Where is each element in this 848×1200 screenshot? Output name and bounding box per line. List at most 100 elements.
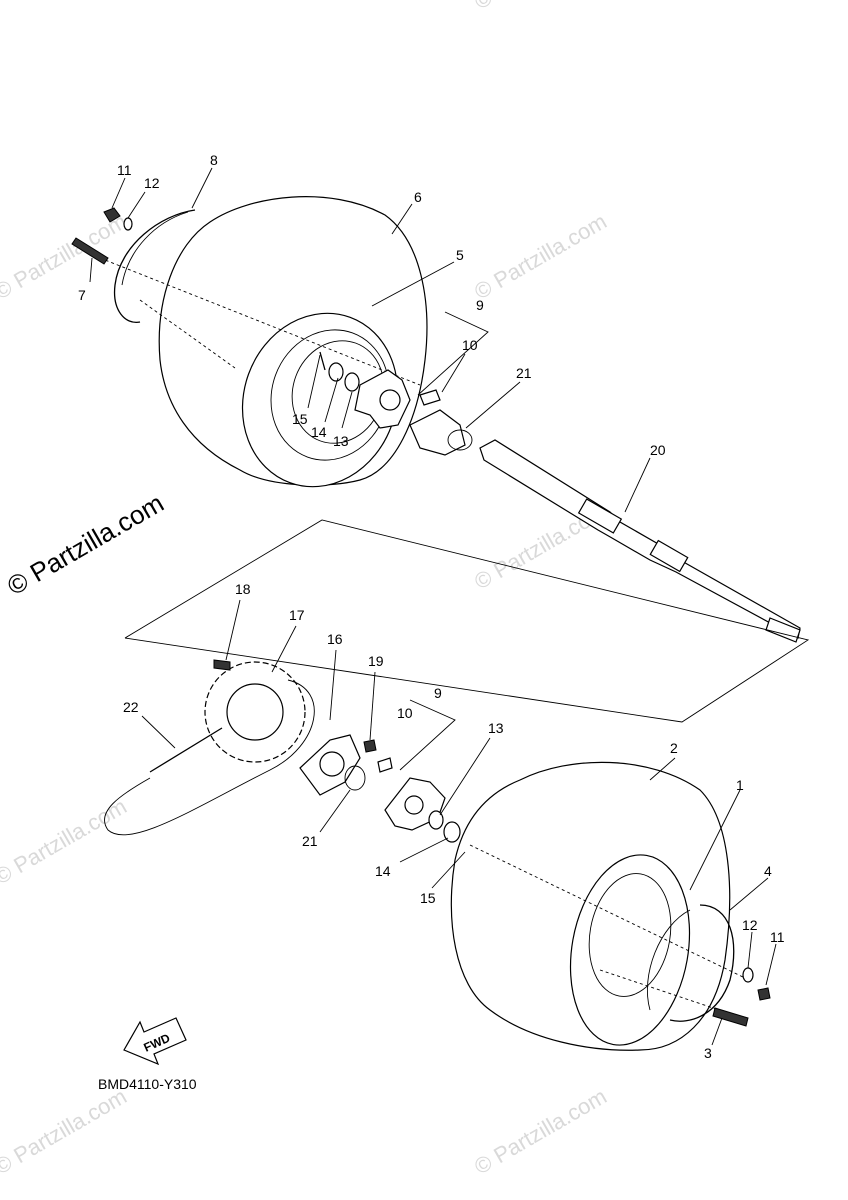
callout-15: 15 <box>292 411 308 427</box>
upper-wheel-assembly <box>71 196 489 488</box>
callout-10: 10 <box>462 337 478 353</box>
leader-line <box>711 1017 723 1046</box>
callout-14-lower: 14 <box>375 863 391 879</box>
leader-line <box>765 943 777 986</box>
callout-4: 4 <box>764 863 772 879</box>
callout-11: 11 <box>117 162 132 178</box>
watermark: © Partzilla.com <box>470 0 611 14</box>
o-ring-lower <box>344 765 366 791</box>
leader-line <box>747 931 753 969</box>
callout-5: 5 <box>456 247 464 263</box>
axis-line <box>469 844 746 979</box>
lower-tire-sidewall <box>569 854 691 1046</box>
callout-21-lower: 21 <box>302 833 318 849</box>
o-ring-upper <box>447 429 473 451</box>
callout-21: 21 <box>516 365 532 381</box>
hub-bolt-lower <box>377 757 393 773</box>
leader-line <box>439 737 491 816</box>
leader-line <box>324 377 339 423</box>
watermark: © Partzilla.com <box>470 209 611 305</box>
leader-line <box>307 354 321 409</box>
fwd-arrow-icon <box>123 1017 187 1066</box>
leader-line <box>329 649 337 721</box>
callout-3: 3 <box>704 1045 712 1061</box>
bearing-upper <box>328 362 344 382</box>
rim-band-lower <box>669 904 735 1022</box>
leader-line <box>225 599 241 661</box>
axis-line <box>599 969 726 1013</box>
washer-upper <box>123 217 133 231</box>
leader-line <box>341 391 353 429</box>
diagram-code: BMD4110-Y310 <box>98 1076 197 1092</box>
nut-19 <box>363 739 377 753</box>
sprocket-center <box>226 683 284 741</box>
callout-10-lower: 10 <box>397 705 413 721</box>
watermark-main: © Partzilla.com <box>2 488 169 602</box>
fwd-arrow: FWD <box>123 1017 187 1066</box>
drive-chain <box>149 727 223 773</box>
leader-line <box>191 167 213 209</box>
collar-upper <box>344 372 360 392</box>
rim-band-upper-inner <box>121 211 189 286</box>
cotter-pin-upper <box>319 351 326 371</box>
callout-9-lower: 9 <box>434 685 442 701</box>
rim-band-lower-inner <box>646 909 691 1011</box>
leader-line <box>441 353 466 393</box>
collar-lower <box>428 810 444 830</box>
leader-lines <box>89 167 777 1046</box>
callout-8: 8 <box>210 152 218 168</box>
leader-line <box>371 261 455 307</box>
leader-line <box>89 257 93 283</box>
lower-hub-center <box>404 795 424 815</box>
callout-17: 17 <box>289 607 305 623</box>
leader-line <box>431 851 466 889</box>
leader-line <box>465 381 521 429</box>
knuckle <box>409 409 466 456</box>
lower-wheel-assembly <box>377 699 771 1051</box>
sub-assembly-frame <box>124 519 810 723</box>
sprocket-bolt <box>213 659 231 671</box>
sprocket-assembly <box>104 659 377 836</box>
valve-stem-lower <box>712 1007 749 1027</box>
callout-18: 18 <box>235 581 251 597</box>
leader-line <box>391 203 413 235</box>
axle-spline <box>649 539 689 573</box>
valve-stem-upper <box>71 237 109 265</box>
leader-line <box>319 789 351 833</box>
bracket-9-lower <box>399 699 456 771</box>
leader-line <box>141 715 176 749</box>
callout-11-lower: 11 <box>770 929 785 945</box>
callout-22: 22 <box>123 699 139 715</box>
hub-bolt-upper <box>419 389 441 406</box>
nut-lower <box>757 987 771 1001</box>
callout-6: 6 <box>414 189 422 205</box>
callout-20: 20 <box>650 442 666 458</box>
watermark: © Partzilla.com <box>0 209 131 305</box>
leader-line <box>399 837 449 863</box>
lower-wheel-rim <box>588 873 672 997</box>
axle-spline <box>577 498 623 534</box>
watermark: © Partzilla.com <box>0 794 131 890</box>
callout-15-lower: 15 <box>420 890 436 906</box>
callout-13-lower: 13 <box>488 720 504 736</box>
axis-line <box>139 299 236 369</box>
callout-1: 1 <box>736 777 744 793</box>
leader-line <box>624 457 651 513</box>
callout-14: 14 <box>311 424 327 440</box>
callout-12: 12 <box>144 175 160 191</box>
callout-13: 13 <box>333 433 349 449</box>
leader-line <box>369 671 376 741</box>
nut-upper <box>103 207 121 223</box>
callout-9: 9 <box>476 297 484 313</box>
callout-12-lower: 12 <box>742 917 758 933</box>
callout-19: 19 <box>368 653 384 669</box>
bracket-9-upper <box>417 311 489 396</box>
callout-2: 2 <box>670 740 678 756</box>
watermark: © Partzilla.com <box>470 1084 611 1180</box>
drive-chain-loop <box>104 679 315 836</box>
sprocket-hub-center <box>319 751 345 777</box>
bearing-lower <box>443 821 461 843</box>
callout-16: 16 <box>327 631 343 647</box>
